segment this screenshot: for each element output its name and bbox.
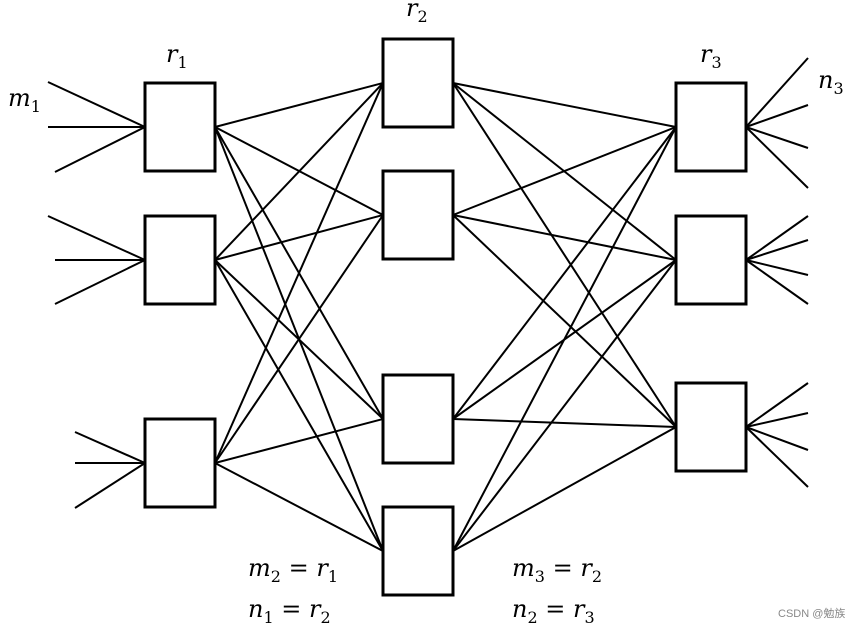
stage1-switch-2: [143, 214, 217, 306]
label-n3: n3: [818, 66, 844, 98]
input-line: [74, 431, 146, 464]
stage1-switch-3: [143, 417, 217, 509]
label-r1: r1: [166, 40, 188, 72]
stage1-stage2-link: [214, 462, 384, 552]
output-line: [745, 259, 809, 276]
output-line: [745, 126, 809, 149]
stage2-stage3-link: [452, 214, 677, 428]
output-line: [745, 126, 809, 189]
stage3-switch-2: [674, 214, 748, 306]
input-line: [47, 215, 146, 261]
stage2-switch-2: [381, 169, 455, 261]
input-line: [54, 126, 146, 173]
stage2-stage3-link: [452, 214, 677, 261]
switch-boxes: [143, 37, 748, 597]
stage2-switch-1: [381, 37, 455, 129]
output-line: [745, 412, 809, 428]
stage1-stage2-link: [214, 214, 384, 464]
stage2-stage3-link: [452, 82, 677, 428]
stage2-stage3-link: [452, 126, 677, 552]
output-line: [745, 239, 809, 261]
stage3-switch-1: [674, 81, 748, 173]
output-line: [745, 104, 809, 128]
stage1-stage2-link: [214, 214, 384, 261]
stage1-stage2-link: [214, 82, 384, 261]
output-line: [745, 215, 809, 261]
label-r2: r2: [406, 0, 428, 26]
stage1-stage2-link: [214, 259, 384, 552]
equation-m3-r2: m3 = r2: [512, 554, 602, 586]
stage2-stage3-link: [452, 426, 677, 552]
wires: [47, 57, 809, 552]
stage2-stage3-link: [452, 259, 677, 552]
output-line: [745, 426, 809, 488]
equation-m2-r1: m2 = r1: [248, 554, 338, 586]
output-line: [745, 259, 809, 305]
stage2-stage3-link: [452, 126, 677, 216]
label-r3: r3: [700, 40, 722, 72]
stage1-stage2-link: [214, 82, 384, 128]
label-m1: m1: [8, 84, 41, 116]
stage2-stage3-link: [452, 126, 677, 420]
stage1-stage2-link: [214, 82, 384, 464]
output-line: [745, 57, 809, 128]
stage2-stage3-link: [452, 82, 677, 128]
stage2-stage3-link: [452, 418, 677, 428]
stage1-stage2-link: [214, 418, 384, 464]
equation-n1-r2: n1 = r2: [248, 595, 331, 627]
stage2-switch-3: [381, 373, 455, 465]
equation-n2-r3: n2 = r3: [512, 595, 595, 627]
input-line: [47, 81, 146, 128]
stage2-switch-4: [381, 505, 455, 597]
input-line: [54, 259, 146, 305]
output-line: [745, 382, 809, 428]
stage3-switch-3: [674, 381, 748, 473]
stage1-switch-1: [143, 81, 217, 173]
input-line: [74, 462, 146, 509]
output-line: [745, 426, 809, 451]
watermark: CSDN @勉族: [778, 606, 845, 620]
